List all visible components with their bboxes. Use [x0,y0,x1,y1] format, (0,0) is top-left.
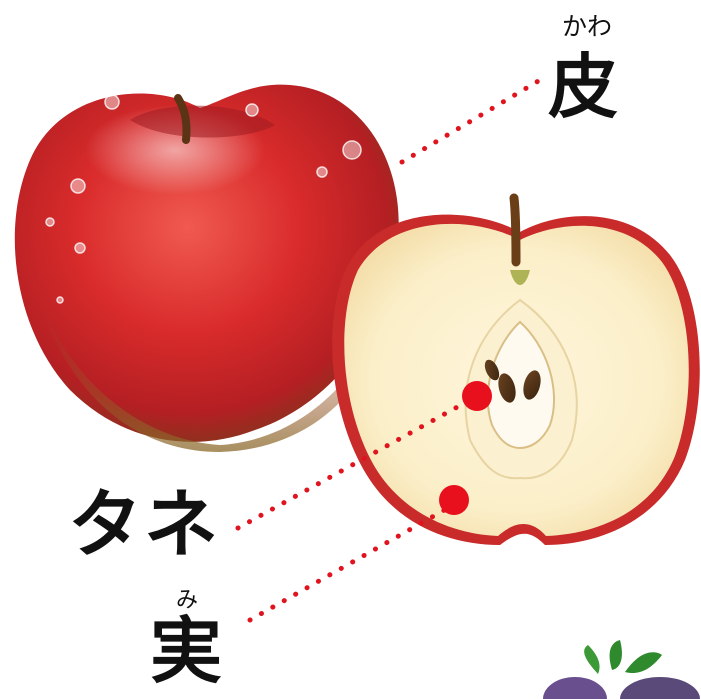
leaf [584,645,600,674]
whole-apple-top-dimple [130,105,275,138]
cross-section-stem-base [510,270,530,285]
whole-apple [14,76,399,452]
leader-lines [235,77,543,623]
berry [620,677,700,699]
whole-apple-stem [174,94,191,144]
whole-apple-bottom-tint [40,300,385,452]
skin-label-ruby: かわ [562,12,613,41]
water-droplets [45,76,362,304]
skin-label: 皮 [548,46,618,128]
seed-label: タネ [68,482,220,568]
flesh-marker-dot [439,485,469,515]
seed [523,370,541,400]
leader-line-flesh [247,505,451,623]
apple-cross-section [332,193,700,545]
leader-line-skin [399,77,543,165]
partial-fruit-corner [543,640,700,699]
cross-section-core [486,320,555,450]
berry [543,677,607,699]
seed-marker-dot [462,381,492,411]
flesh-label: 実 [150,609,223,693]
cross-section-stem [509,193,521,267]
leaf [609,640,622,670]
leader-line-seed [235,397,473,531]
seed [498,373,516,403]
leaf [625,652,662,674]
seed [484,359,500,381]
flesh-label-ruby: み [176,588,199,613]
